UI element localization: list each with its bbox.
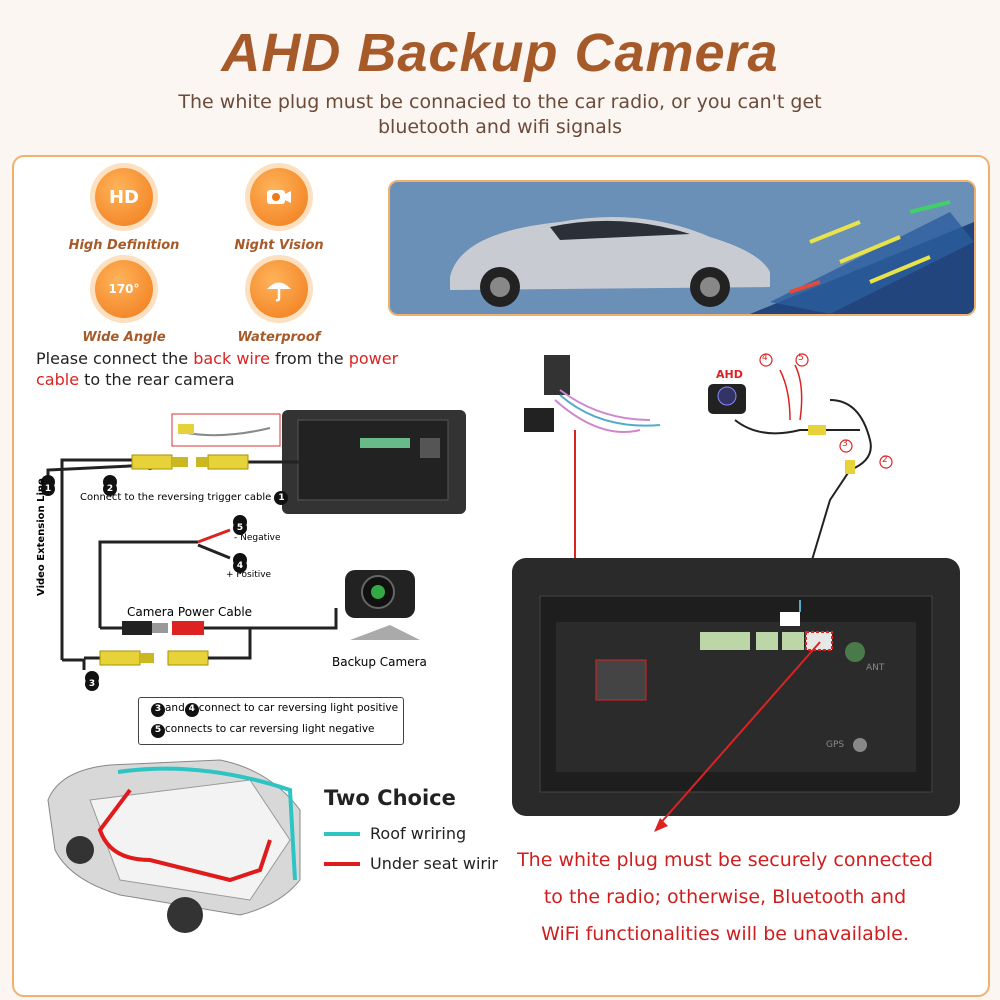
instr-text: from the [269, 349, 349, 368]
legend-label: Under seat wirir [370, 854, 498, 873]
camera-power-cable-label: Camera Power Cable [127, 605, 253, 619]
legend-title: Two Choice [324, 786, 456, 810]
instr-text: to the rear camera [79, 370, 235, 389]
right-marker-5: 5 [798, 353, 804, 363]
roof-line-swatch [324, 831, 360, 836]
warning-line-2: to the radio; otherwise, Bluetooth and [543, 886, 907, 908]
note-text: connect to car reversing light positive [198, 702, 399, 714]
connection-instruction: Please connect the back wire from the po… [36, 348, 456, 390]
page-title: AHD Backup Camera [221, 23, 779, 83]
marker-text: 3 [85, 677, 99, 691]
marker-text: 4 [233, 559, 247, 573]
marker-text: 5 [151, 723, 165, 738]
feature-label: Wide Angle [82, 330, 166, 345]
marker-3-dot: 3 [85, 671, 99, 691]
marker-2-dot: 2 [103, 476, 117, 496]
trigger-cable-label: Connect to the reversing trigger cable 1 [80, 491, 289, 505]
feature-night-vision: Night Vision [219, 168, 339, 253]
right-marker-2: 2 [882, 455, 888, 465]
marker-text: 5 [233, 521, 247, 535]
feature-label: Waterproof [237, 330, 321, 345]
backup-camera-label: Backup Camera [332, 655, 427, 669]
negative-label: - Negative [234, 533, 281, 543]
night-vision-icon [250, 168, 308, 226]
under-seat-line-swatch [324, 861, 360, 866]
feature-label: High Definition [68, 238, 180, 253]
hero-car-image [388, 180, 976, 316]
note-text: and [165, 702, 185, 714]
instr-highlight: back wire [193, 349, 270, 368]
instr-highlight: cable [36, 370, 80, 389]
warning-line-3: WiFi functionalities will be unavailable… [541, 923, 909, 945]
right-marker-3: 3 [842, 439, 848, 449]
marker-text: 2 [103, 482, 117, 496]
positive-label: + Positive [226, 570, 272, 580]
hd-icon: HD [95, 168, 153, 226]
feature-waterproof: Waterproof [219, 260, 339, 345]
marker-4-dot: 4 [233, 553, 247, 573]
feature-label: Night Vision [234, 238, 324, 253]
gps-label: GPS [826, 740, 845, 750]
ahd-label: AHD [716, 368, 743, 381]
feature-high-definition: HD High Definition [64, 168, 184, 253]
ant-label: ANT [866, 663, 885, 673]
legend-roof: Roof wriring [324, 824, 466, 843]
warning-line-1: The white plug must be securely connecte… [517, 849, 933, 871]
umbrella-icon [250, 260, 308, 318]
wide-angle-badge-text: 170° [108, 282, 140, 296]
feature-wide-angle: 170° Wide Angle [64, 260, 184, 345]
trigger-cable-text: Connect to the reversing trigger cable [80, 492, 272, 503]
marker-1: 1 [274, 491, 289, 505]
note-text: connects to car reversing light negative [165, 723, 375, 735]
legend-under-seat: Under seat wirir [324, 854, 500, 873]
hd-badge-text: HD [108, 186, 139, 208]
wide-angle-icon: 170° [95, 260, 153, 318]
right-marker-4: 4 [762, 353, 768, 363]
instr-highlight: power [348, 349, 399, 368]
warning-text: The white plug must be securely connecte… [500, 842, 950, 953]
instr-text: Please connect the [36, 349, 194, 368]
legend-label: Roof wriring [370, 824, 467, 843]
marker-text: 4 [184, 702, 199, 717]
marker-5-dot: 5 [233, 515, 247, 535]
page-subtitle: The white plug must be connacied to the … [178, 91, 822, 138]
marker-1-dot: 1 [41, 476, 55, 496]
marker-text: 1 [41, 482, 55, 496]
marker-text: 3 [151, 702, 165, 717]
